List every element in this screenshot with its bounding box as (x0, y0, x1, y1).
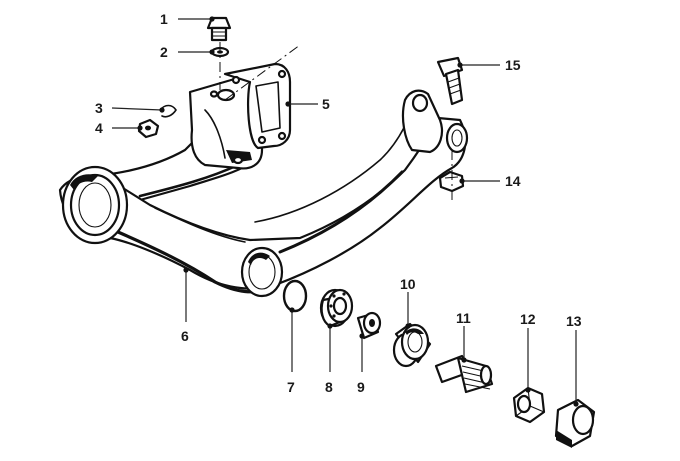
callout-2: 2 (160, 44, 215, 60)
callout-8: 8 (325, 323, 333, 395)
callout-label: 4 (95, 120, 103, 136)
callout-label: 7 (287, 379, 295, 395)
callout-4: 4 (95, 120, 143, 136)
callout-11: 11 (456, 310, 471, 363)
callout-label: 12 (520, 311, 536, 327)
callout-label: 2 (160, 44, 168, 60)
callout-label: 14 (505, 173, 521, 189)
callout-label: 5 (322, 96, 330, 112)
callout-label: 15 (505, 57, 521, 73)
callout-3: 3 (95, 100, 165, 116)
clip-part (159, 104, 177, 118)
sleeve-part (392, 322, 432, 368)
nut-part (137, 118, 160, 139)
callout-1: 1 (160, 11, 215, 27)
callout-label: 10 (400, 276, 416, 292)
callout-5: 5 (285, 96, 330, 112)
callout-label: 6 (181, 328, 189, 344)
callout-13: 13 (566, 313, 582, 407)
circlip-part (282, 279, 308, 313)
bearing-part (319, 288, 354, 328)
cap-part (554, 398, 596, 448)
bolt-part (436, 56, 464, 106)
callout-7: 7 (287, 307, 295, 395)
callout-12: 12 (520, 311, 536, 393)
callout-label: 13 (566, 313, 582, 329)
callout-9: 9 (357, 333, 365, 395)
callout-label: 3 (95, 100, 103, 116)
callout-6: 6 (181, 267, 189, 344)
rear-nut-part (438, 150, 465, 200)
callout-label: 9 (357, 379, 365, 395)
callout-14: 14 (459, 173, 521, 189)
lock-nut-part (512, 386, 546, 424)
spacer-part (356, 311, 382, 340)
callout-label: 11 (456, 310, 471, 326)
pivot-pin-part (434, 354, 494, 394)
callout-10: 10 (400, 276, 416, 329)
callout-15: 15 (457, 57, 521, 73)
callout-label: 8 (325, 379, 333, 395)
callout-label: 1 (160, 11, 168, 27)
drive-housing (188, 44, 301, 170)
